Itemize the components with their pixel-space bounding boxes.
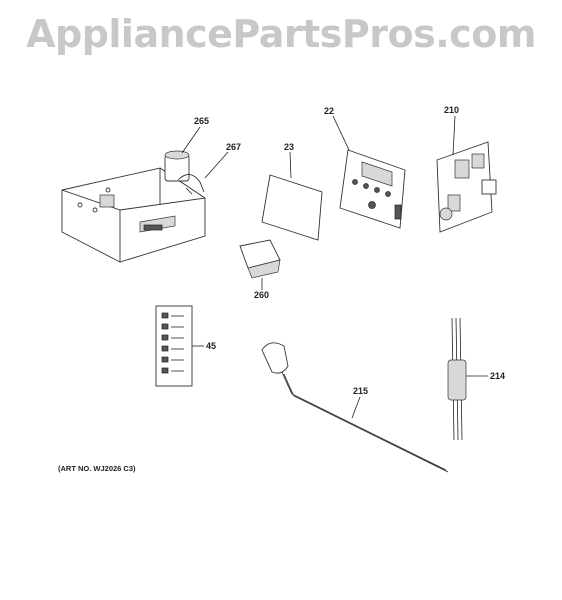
- wire-harness-part-214: 214: [447, 317, 505, 441]
- callout-210: 210: [444, 105, 459, 115]
- watermark-logo: AppliancePartsPros.com: [26, 12, 536, 56]
- callout-260: 260: [254, 290, 269, 300]
- callout-22: 22: [324, 106, 334, 116]
- callout-267: 267: [226, 142, 241, 152]
- keypad-part-45: 45: [155, 305, 216, 387]
- thermistor-part-215: 215: [261, 342, 449, 473]
- callout-265: 265: [194, 116, 209, 126]
- capacitor-part-265: 265: [164, 116, 209, 182]
- callout-23: 23: [284, 142, 294, 152]
- callout-45: 45: [206, 341, 216, 351]
- power-board-part-210: 210: [436, 105, 497, 233]
- callout-215: 215: [353, 386, 368, 396]
- callout-214: 214: [490, 371, 505, 381]
- control-board-part-22: 22: [324, 106, 406, 229]
- capacitor-strap-part-267: 267: [177, 142, 241, 195]
- overlay-panel-part-23: 23: [261, 142, 323, 241]
- art-number: (ART NO. WJ2026 C3): [58, 464, 136, 473]
- chassis-bracket: [61, 167, 206, 263]
- connector-block-part-260: 260: [239, 239, 281, 300]
